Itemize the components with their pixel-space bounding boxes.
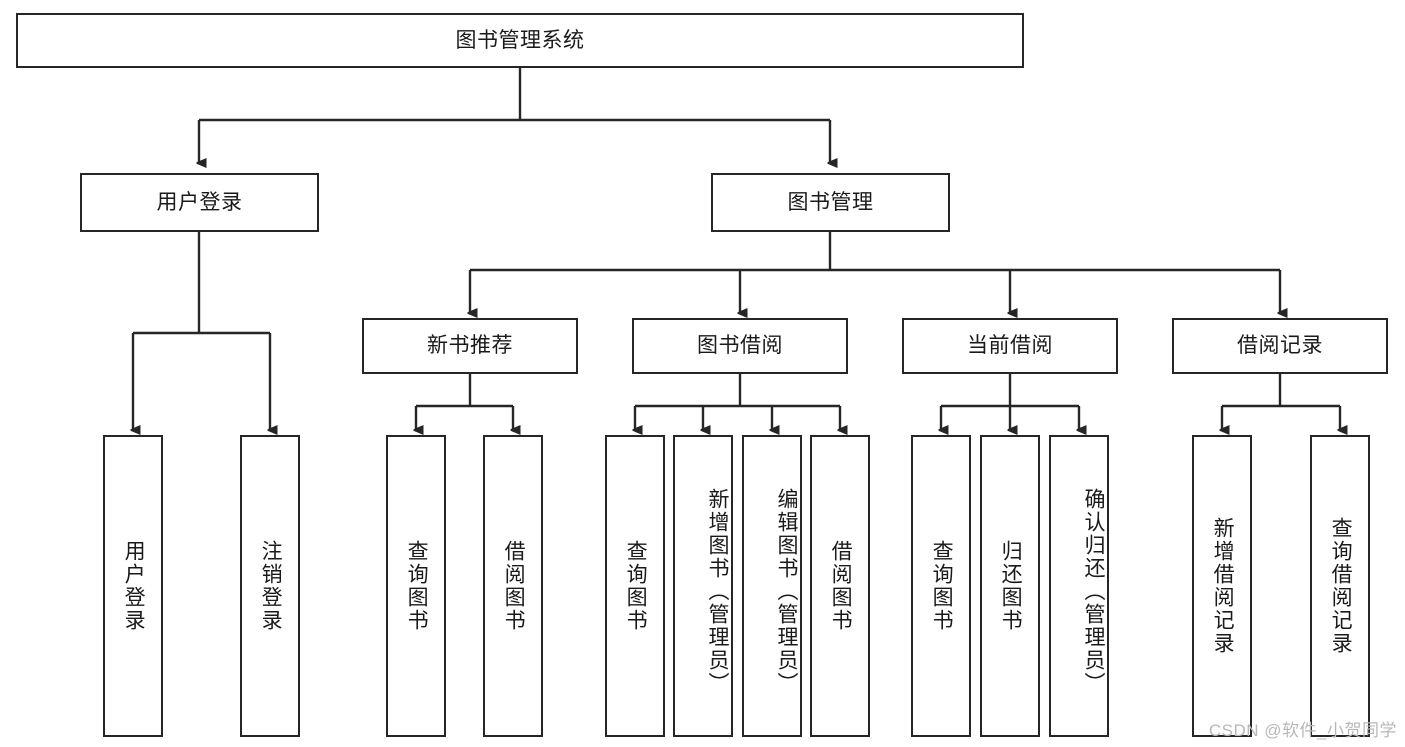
leaf-borrow-borrow-book[interactable]: 借阅图书 — [810, 435, 870, 737]
watermark-text: CSDN @软件_小贺同学 — [1208, 721, 1397, 740]
leaf-record-query-record[interactable]: 查询借阅记录 — [1310, 435, 1370, 737]
leaf-current-confirm-return-admin[interactable]: 确认归还（管理员） — [1049, 435, 1109, 737]
leaf-current-return-book[interactable]: 归还图书 — [980, 435, 1040, 737]
node-book-borrow[interactable]: 图书借阅 — [632, 318, 848, 374]
node-user-login[interactable]: 用户登录 — [80, 173, 319, 232]
leaf-borrow-query-book[interactable]: 查询图书 — [605, 435, 665, 737]
leaf-borrow-edit-book-admin[interactable]: 编辑图书（管理员） — [742, 435, 802, 737]
leaf-new-book-query[interactable]: 查询图书 — [386, 435, 446, 737]
leaf-user-login-logout[interactable]: 注销登录 — [240, 435, 300, 737]
leaf-new-book-borrow[interactable]: 借阅图书 — [483, 435, 543, 737]
node-root-system[interactable]: 图书管理系统 — [16, 13, 1024, 68]
node-current-borrow[interactable]: 当前借阅 — [902, 318, 1118, 374]
leaf-record-add-record[interactable]: 新增借阅记录 — [1192, 435, 1252, 737]
node-book-management[interactable]: 图书管理 — [711, 173, 950, 232]
leaf-current-query-book[interactable]: 查询图书 — [911, 435, 971, 737]
node-borrow-record[interactable]: 借阅记录 — [1172, 318, 1388, 374]
leaf-user-login-login[interactable]: 用户登录 — [103, 435, 163, 737]
leaf-borrow-add-book-admin[interactable]: 新增图书（管理员） — [673, 435, 733, 737]
node-new-book-recommend[interactable]: 新书推荐 — [362, 318, 578, 374]
